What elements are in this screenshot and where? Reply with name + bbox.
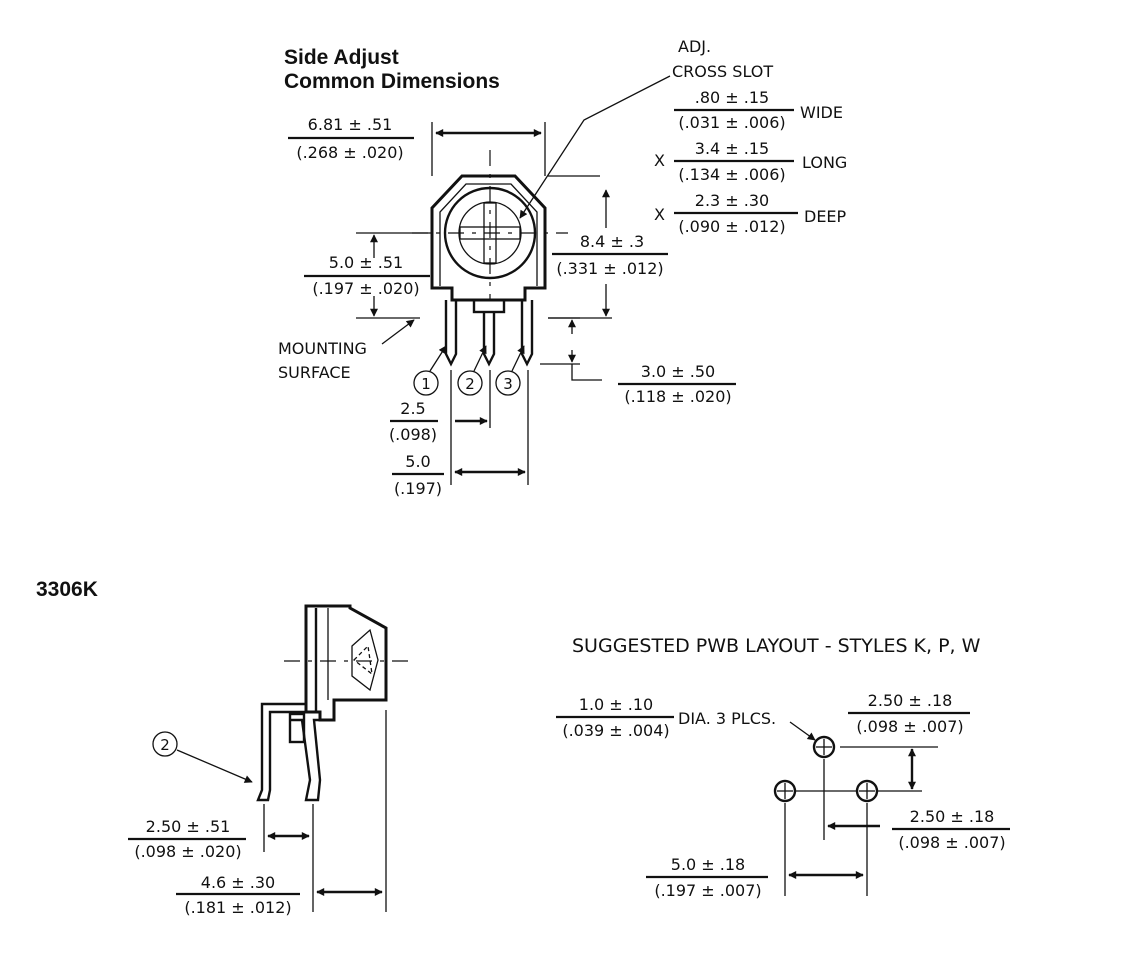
body-depth-mm: 4.6 ± .30 [201,873,275,892]
pwb-hole-top [812,735,836,759]
side-view-leg-rear [290,718,322,802]
width-dimension: 6.81 ± .51 (.268 ± .020) [288,115,546,176]
side-view-pin-number: 2 [160,736,170,754]
mounting-surface-line-1: MOUNTING [278,339,367,358]
pin-2 [482,312,496,367]
cross-slot-title-1: ADJ. [678,37,711,56]
horizontal-offset-mm: 2.50 ± .18 [910,807,995,826]
pin-pitch-inch: (.098) [389,425,437,444]
cross-slot-leader [519,75,671,219]
slot-wide-label: WIDE [800,103,843,122]
model-heading: 3306K [36,578,98,601]
slot-deep-label: DEEP [804,207,847,226]
pin-1 [444,300,458,367]
horizontal-offset-inch: (.098 ± .007) [898,833,1005,852]
pin-pitch-mm: 2.5 [400,399,425,418]
slot-deep-prefix: X [654,205,665,224]
axis-height-dimension: 5.0 ± .51 (.197 ± .020) [304,232,432,319]
pin-length-mm: 3.0 ± .50 [641,362,715,381]
pin-3 [520,300,534,367]
slot-long-inch: (.134 ± .006) [678,165,785,184]
pwb-layout [773,721,938,896]
pwb-span-inch: (.197 ± .007) [654,881,761,900]
hole-dia-label: DIA. 3 PLCS. [678,709,776,728]
height-dimension: 8.4 ± .3 (.331 ± .012) [548,175,668,319]
pin-length-inch: (.118 ± .020) [624,387,731,406]
front-view [412,150,568,367]
pin-number-3: 3 [503,375,513,393]
vertical-offset-inch: (.098 ± .007) [856,717,963,736]
cross-slot-title-2: CROSS SLOT [672,62,773,81]
side-view-leg-front [256,702,306,802]
pin-span-mm: 5.0 [405,452,430,471]
front-view-inner-flange [439,183,538,286]
mounting-surface-line-2: SURFACE [278,363,351,382]
slot-wide-mm: .80 ± .15 [695,88,769,107]
pin-span-inch: (.197) [394,479,442,498]
slot-deep-mm: 2.3 ± .30 [695,191,769,210]
axis-height-mm: 5.0 ± .51 [329,253,403,272]
slot-wide-inch: (.031 ± .006) [678,113,785,132]
pwb-layout-heading: SUGGESTED PWB LAYOUT - STYLES K, P, W [572,635,981,657]
slot-long-prefix: X [654,151,665,170]
pin-base [472,298,506,314]
height-mm: 8.4 ± .3 [580,232,644,251]
hole-dia-mm: 1.0 ± .10 [579,695,653,714]
slot-long-mm: 3.4 ± .15 [695,139,769,158]
side-view-3306k: 2 [152,604,414,912]
hole-dia-inch: (.039 ± .004) [562,721,669,740]
side-view-body [304,604,388,722]
pin-offset-inch: (.098 ± .020) [134,842,241,861]
side-adjust-heading: Side Adjust [284,46,399,69]
pin-number-2: 2 [465,375,475,393]
vertical-offset-mm: 2.50 ± .18 [868,691,953,710]
pin-length-dimension: 3.0 ± .50 (.118 ± .020) [540,317,736,406]
pin-offset-mm: 2.50 ± .51 [146,817,231,836]
axis-height-inch: (.197 ± .020) [312,279,419,298]
pin-numbers: 1 2 3 [413,345,525,396]
pin-pitch-dimension: 2.5 (.098) 5.0 (.197) [389,370,529,498]
slot-deep-inch: (.090 ± .012) [678,217,785,236]
front-view-body-outline [430,174,547,302]
pin-number-1: 1 [421,375,431,393]
width-mm: 6.81 ± .51 [308,115,393,134]
height-inch: (.331 ± .012) [556,259,663,278]
pwb-span-mm: 5.0 ± .18 [671,855,745,874]
body-depth-inch: (.181 ± .012) [184,898,291,917]
slot-long-label: LONG [802,153,847,172]
common-dimensions-heading: Common Dimensions [284,70,500,93]
width-inch: (.268 ± .020) [296,143,403,162]
